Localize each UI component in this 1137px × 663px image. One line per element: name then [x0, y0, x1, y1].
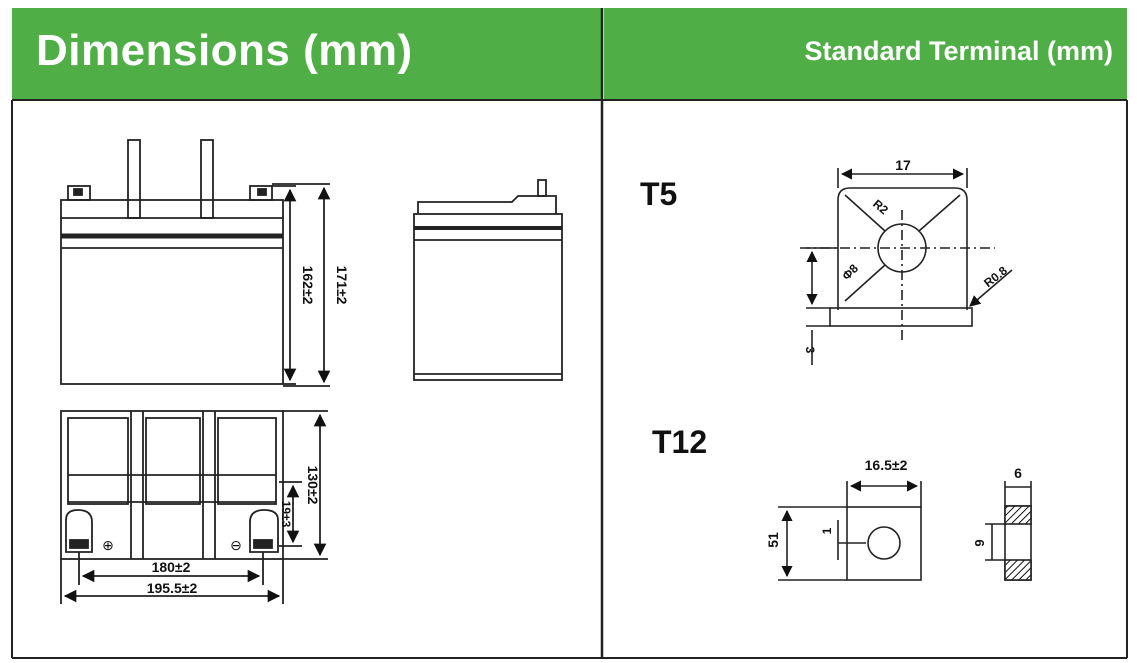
battery-front-view: [60, 139, 331, 387]
t5-diag-label: R2: [870, 197, 891, 218]
battery-side-body: [413, 213, 563, 381]
left-side-terminal: [67, 185, 91, 201]
side-view-terminal: [537, 179, 547, 197]
length-label: 195.5±2: [147, 580, 198, 596]
t5-hole-label: Φ8: [839, 261, 861, 283]
t12-width-label: 16.5±2: [865, 457, 908, 473]
t12-offset-label: 1: [820, 527, 834, 534]
t5-name: T5: [640, 176, 677, 212]
handle-right: [200, 139, 214, 219]
inner-dim-label: 19±3: [279, 501, 293, 528]
battery-top-view: [60, 410, 328, 604]
t12-height-label: 51: [765, 532, 781, 548]
battery-top-body: [60, 410, 284, 560]
t12-side-label: 9: [972, 539, 987, 546]
total-height-label: 171±2: [334, 266, 350, 305]
handle-left: [127, 139, 141, 219]
terminal-height-label: 162±2: [300, 266, 316, 305]
battery-side-view: [413, 179, 563, 381]
negative-symbol: ⊖: [230, 537, 242, 553]
negative-terminal-pad: [249, 509, 279, 553]
t12-hole: [867, 526, 901, 560]
terminal-title: Standard Terminal (mm): [804, 36, 1113, 66]
t12-name: T12: [652, 424, 707, 460]
page-frame: [11, 8, 1128, 659]
t5-base-label: 3: [803, 347, 817, 354]
right-side-terminal: [249, 185, 273, 201]
t5-base: [829, 307, 973, 327]
terminal-header: Standard Terminal (mm): [604, 8, 1127, 100]
t5-corner-label: R0.8: [981, 263, 1010, 290]
t5-blade-outline: [837, 187, 968, 310]
dimensions-title: Dimensions (mm): [36, 26, 413, 75]
t5-terminal-drawing: [800, 168, 1013, 365]
dimensions-header: Dimensions (mm): [12, 8, 601, 100]
width-label: 130±2: [305, 466, 321, 505]
battery-front-body: [60, 199, 284, 385]
t5-width-label: 17: [895, 157, 911, 173]
positive-symbol: ⊕: [102, 537, 114, 553]
t12-terminal-drawing: [778, 480, 1032, 581]
positive-terminal-pad: [65, 509, 93, 553]
t12-thickness-label: 6: [1014, 465, 1022, 481]
terminal-spacing-label: 180±2: [152, 559, 191, 575]
